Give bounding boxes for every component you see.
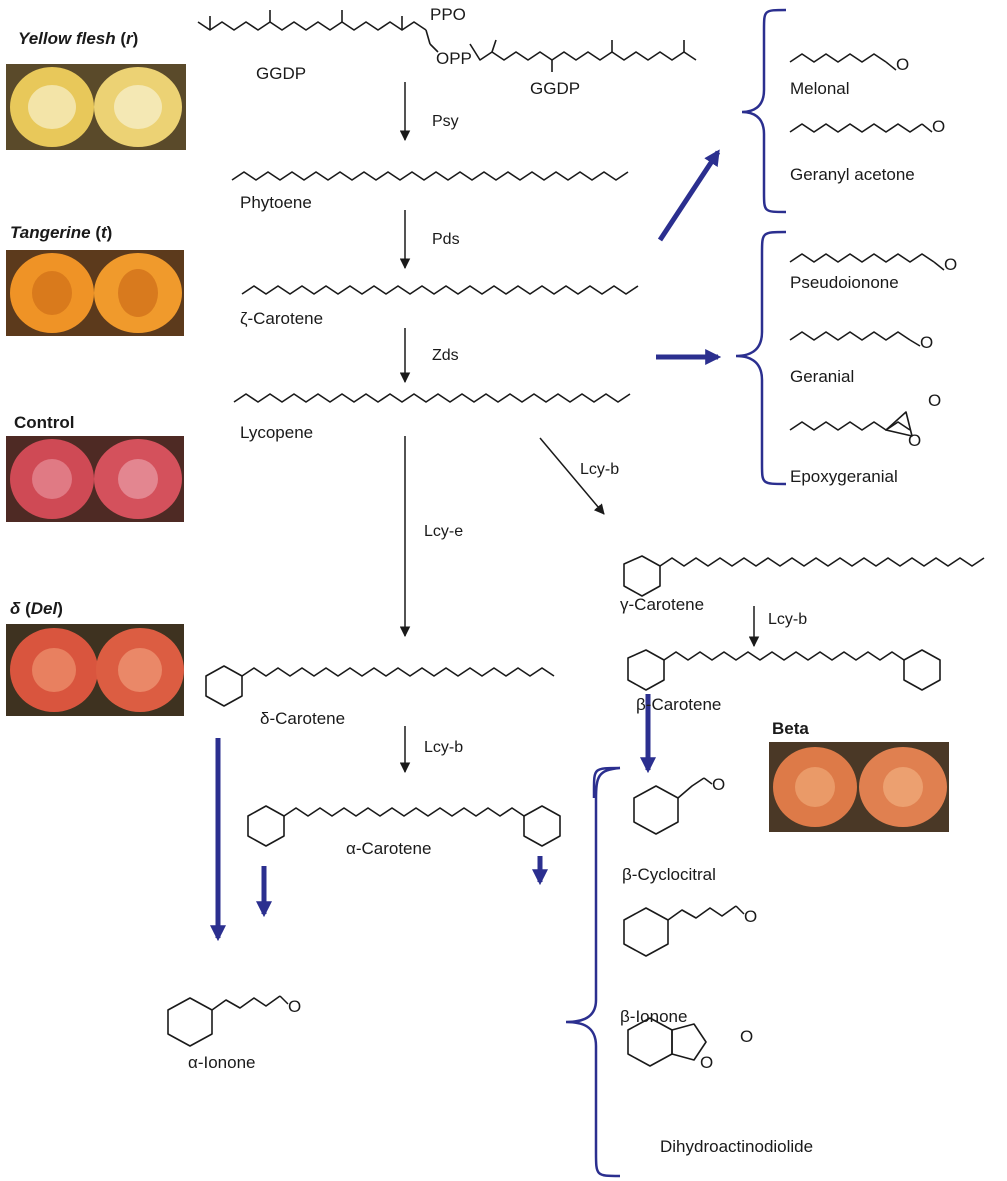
tomato-photo-delta <box>6 624 184 716</box>
tomato-photo-control <box>6 436 184 522</box>
enzyme-lcy-b-1: Lcy-b <box>580 462 619 478</box>
tomato-photo-yellow-flesh <box>6 64 186 150</box>
enzyme-lcy-b-2: Lcy-b <box>768 612 807 628</box>
compound-ggdp-right: GGDP <box>530 80 580 97</box>
ggdp-left-structure <box>198 10 438 52</box>
geranyl-acetone-structure <box>790 124 922 132</box>
variety-label-delta: δ (Del) <box>10 600 63 617</box>
oxygen-atom-beta-cyclocitral: O <box>712 776 725 793</box>
volatile-braces <box>566 10 786 1176</box>
volatile-arrow-melonal <box>660 152 718 240</box>
pseudoionone-structure <box>790 254 934 262</box>
volatile-epoxygeranial: Epoxygeranial <box>790 468 898 485</box>
beta-cyclocitral-structure <box>634 778 704 834</box>
compound-beta-carotene: β-Carotene <box>636 696 721 713</box>
enzyme-zds: Zds <box>432 348 459 364</box>
volatile-beta-cyclocitral: β-Cyclocitral <box>622 866 716 883</box>
oxygen-atom-alpha-ionone: O <box>288 998 301 1015</box>
lycopene-structure <box>234 394 630 402</box>
variety-label-beta: Beta <box>772 720 809 737</box>
tomato-photo-beta <box>769 742 949 832</box>
zeta-carotene-structure <box>242 286 638 294</box>
volatile-geranial: Geranial <box>790 368 854 385</box>
volatile-geranyl-acetone: Geranyl acetone <box>790 166 915 183</box>
variety-symbol: δ <box>10 599 20 618</box>
beta-ionone-structure <box>624 906 736 956</box>
phytoene-structure <box>232 172 628 180</box>
variety-allele: Del <box>31 599 57 618</box>
compound-opp: OPP <box>436 50 472 67</box>
melonal-structure <box>790 54 886 62</box>
oxygen-atom-pseudoionone: O <box>944 256 957 273</box>
oxygen-atom-dihydroactinodiolide-carbonyl: O <box>740 1028 753 1045</box>
variety-allele: r <box>126 29 133 48</box>
ggdp-right-structure <box>470 40 696 72</box>
reaction-arrows <box>405 82 754 772</box>
oxygen-atom-geranyl-acetone: O <box>932 118 945 135</box>
delta-carotene-structure <box>206 666 554 706</box>
compound-zeta-carotene: ζ-Carotene <box>240 310 323 327</box>
variety-name: Tangerine <box>10 223 91 242</box>
compound-gamma-carotene: γ-Carotene <box>620 596 704 613</box>
enzyme-lcy-b-3: Lcy-b <box>424 740 463 756</box>
volatile-melonal: Melonal <box>790 80 850 97</box>
volatile-pseudoionone: Pseudoionone <box>790 274 899 291</box>
compound-phytoene: Phytoene <box>240 194 312 211</box>
oxygen-atom-geranial: O <box>920 334 933 351</box>
compound-ppo: PPO <box>430 6 466 23</box>
volatile-dihydroactinodiolide: Dihydroactinodiolide <box>660 1138 813 1155</box>
brace-group2 <box>736 232 786 484</box>
tomato-photo-tangerine <box>6 250 184 336</box>
enzyme-lcy-e: Lcy-e <box>424 524 463 540</box>
volatile-beta-ionone: β-Ionone <box>620 1008 687 1025</box>
enzyme-psy: Psy <box>432 114 459 130</box>
variety-label-control: Control <box>14 414 74 431</box>
oxygen-atom-epoxygeranial-epoxide: O <box>908 432 921 449</box>
beta-carotene-structure <box>628 650 940 690</box>
variety-allele: t <box>101 223 107 242</box>
epoxygeranial-structure <box>790 412 912 436</box>
variety-label-yellow-flesh: Yellow flesh (r) <box>18 30 138 47</box>
compound-ggdp-left: GGDP <box>256 65 306 82</box>
oxygen-atom-melonal: O <box>896 56 909 73</box>
oxygen-atom-epoxygeranial-aldehyde: O <box>928 392 941 409</box>
compound-alpha-carotene: α-Carotene <box>346 840 431 857</box>
enzyme-pds: Pds <box>432 232 460 248</box>
alpha-ionone-structure <box>168 996 280 1046</box>
variety-name: Yellow flesh <box>18 29 116 48</box>
brace-group1 <box>742 10 786 212</box>
oxygen-atom-beta-ionone: O <box>744 908 757 925</box>
volatile-arrows <box>218 152 718 938</box>
brace-group3 <box>566 768 620 1176</box>
gamma-carotene-structure <box>624 556 984 596</box>
variety-label-tangerine: Tangerine (t) <box>10 224 112 241</box>
oxygen-atom-dihydroactinodiolide-ring: O <box>700 1054 713 1071</box>
compound-delta-carotene: δ-Carotene <box>260 710 345 727</box>
compound-lycopene: Lycopene <box>240 424 313 441</box>
compound-alpha-ionone: α-Ionone <box>188 1054 256 1071</box>
geranial-structure <box>790 332 910 340</box>
